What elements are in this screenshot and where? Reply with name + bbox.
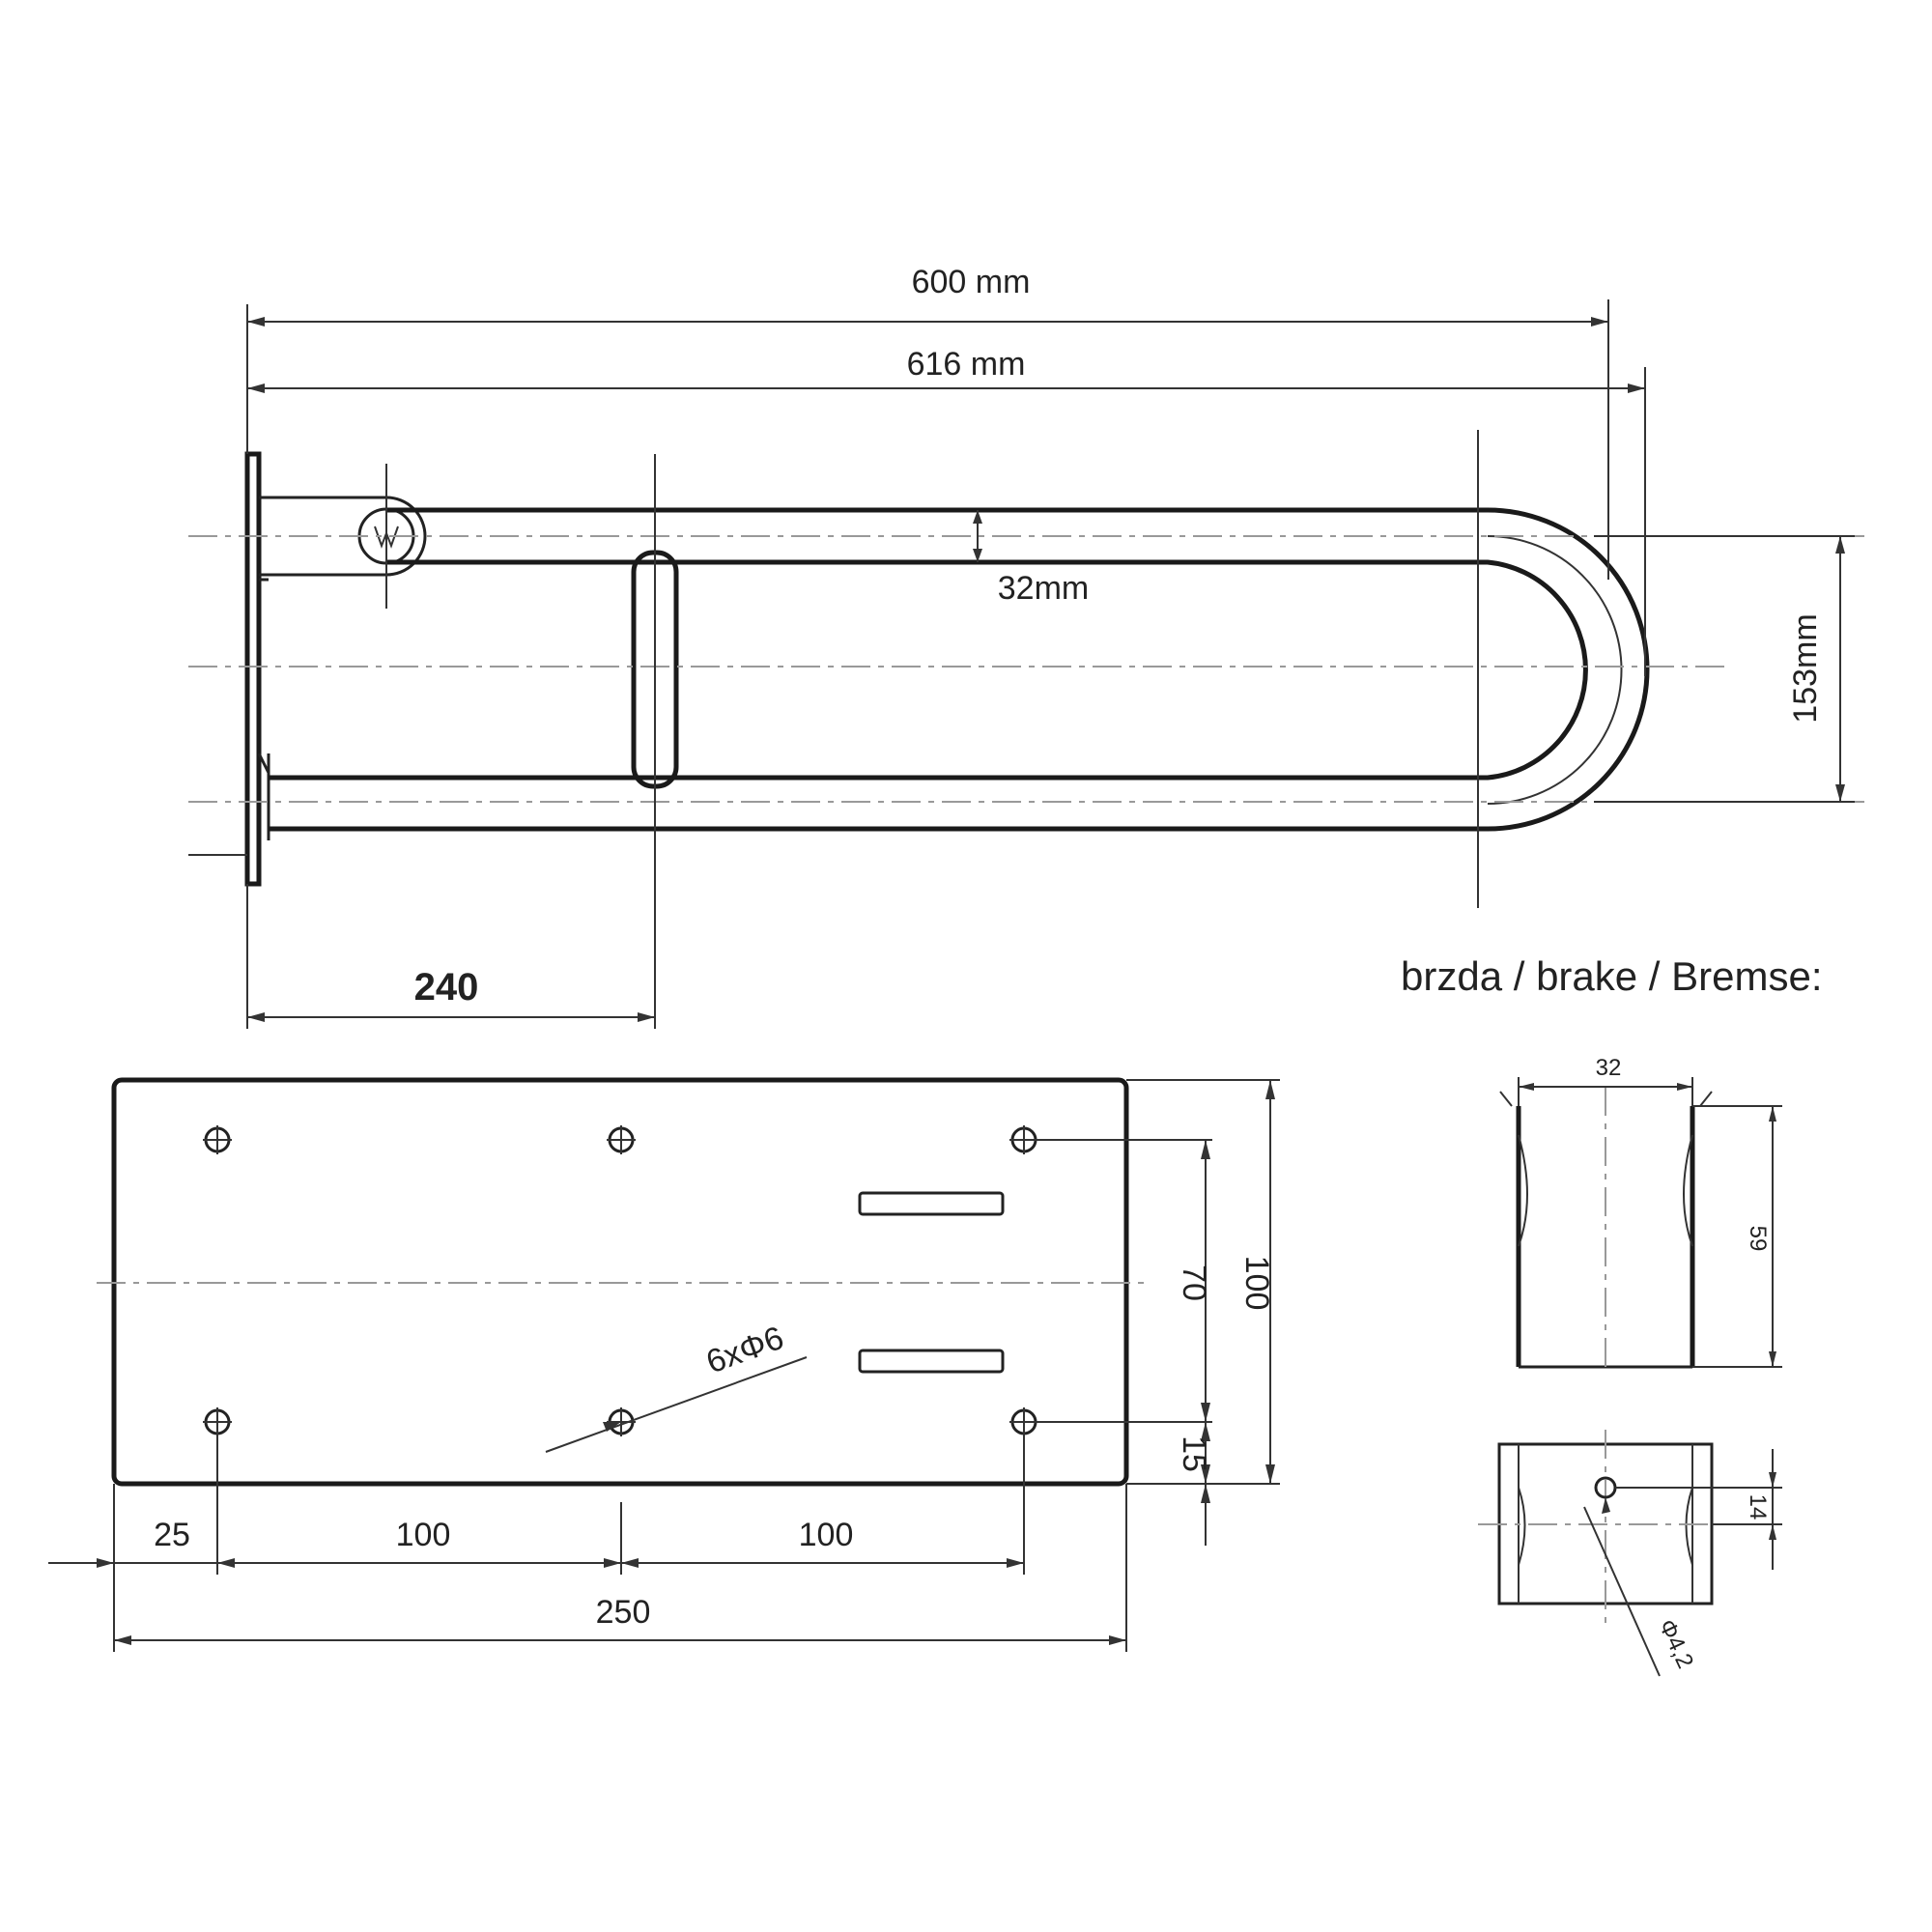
dim-153mm: 153mm — [1594, 535, 1855, 803]
wall-plate — [244, 451, 262, 887]
brake-detail: brzda / brake / Bremse: 32 59 — [1401, 953, 1823, 1677]
grab-bar-side-view: 600 mm 616 mm 32mm 153mm — [188, 264, 1864, 1029]
dim-25-label: 25 — [154, 1517, 190, 1553]
mounting-plate-view: 6xΦ6 70 15 100 — [48, 1077, 1280, 1652]
dim-250: 250 — [114, 1594, 1126, 1645]
dim-70-label: 70 — [1176, 1264, 1212, 1301]
bar-inner-tube — [269, 559, 1588, 781]
dim-70-15: 70 15 — [1036, 1139, 1212, 1546]
dim-holes: 6xΦ6 — [545, 1320, 808, 1453]
dim-600: 600 mm — [246, 264, 1609, 580]
dim-holes-label: 6xΦ6 — [701, 1320, 788, 1381]
slot-upper — [858, 1191, 1005, 1216]
dim-240: 240 — [246, 884, 655, 1029]
dim-100-b-label: 100 — [799, 1517, 854, 1553]
dim-15-label: 15 — [1176, 1435, 1212, 1472]
plate-holes — [203, 1125, 1038, 1436]
dim-32mm-label: 32mm — [998, 570, 1089, 607]
brake-dim-14-label: 14 — [1745, 1494, 1771, 1520]
hinge-bracket — [259, 496, 427, 577]
brake-dim-32-label: 32 — [1596, 1055, 1622, 1081]
brake-dim-dia-label: Φ4,2 — [1653, 1615, 1698, 1672]
dim-horizontal-spacing: 25 100 100 — [48, 1434, 1127, 1652]
dim-240-label: 240 — [414, 966, 479, 1009]
slot-lower — [858, 1349, 1005, 1374]
dim-616-label: 616 mm — [907, 346, 1026, 383]
brake-title: brzda / brake / Bremse: — [1401, 953, 1823, 999]
dim-100-vertical: 100 — [1126, 1079, 1280, 1485]
brake-dim-59-label: 59 — [1745, 1226, 1771, 1252]
dim-100-a-label: 100 — [396, 1517, 451, 1553]
dim-616: 616 mm — [247, 346, 1646, 676]
brake-top-view: 14 Φ4,2 — [1478, 1430, 1782, 1677]
bar-outer-tube — [269, 507, 1650, 832]
dim-32mm: 32mm — [973, 510, 1089, 607]
dim-100-vertical-label: 100 — [1238, 1256, 1275, 1311]
dim-250-label: 250 — [596, 1594, 651, 1631]
dim-600-label: 600 mm — [912, 264, 1031, 300]
brake-side-view: 32 59 — [1499, 1055, 1782, 1372]
dim-153mm-label: 153mm — [1787, 613, 1824, 723]
